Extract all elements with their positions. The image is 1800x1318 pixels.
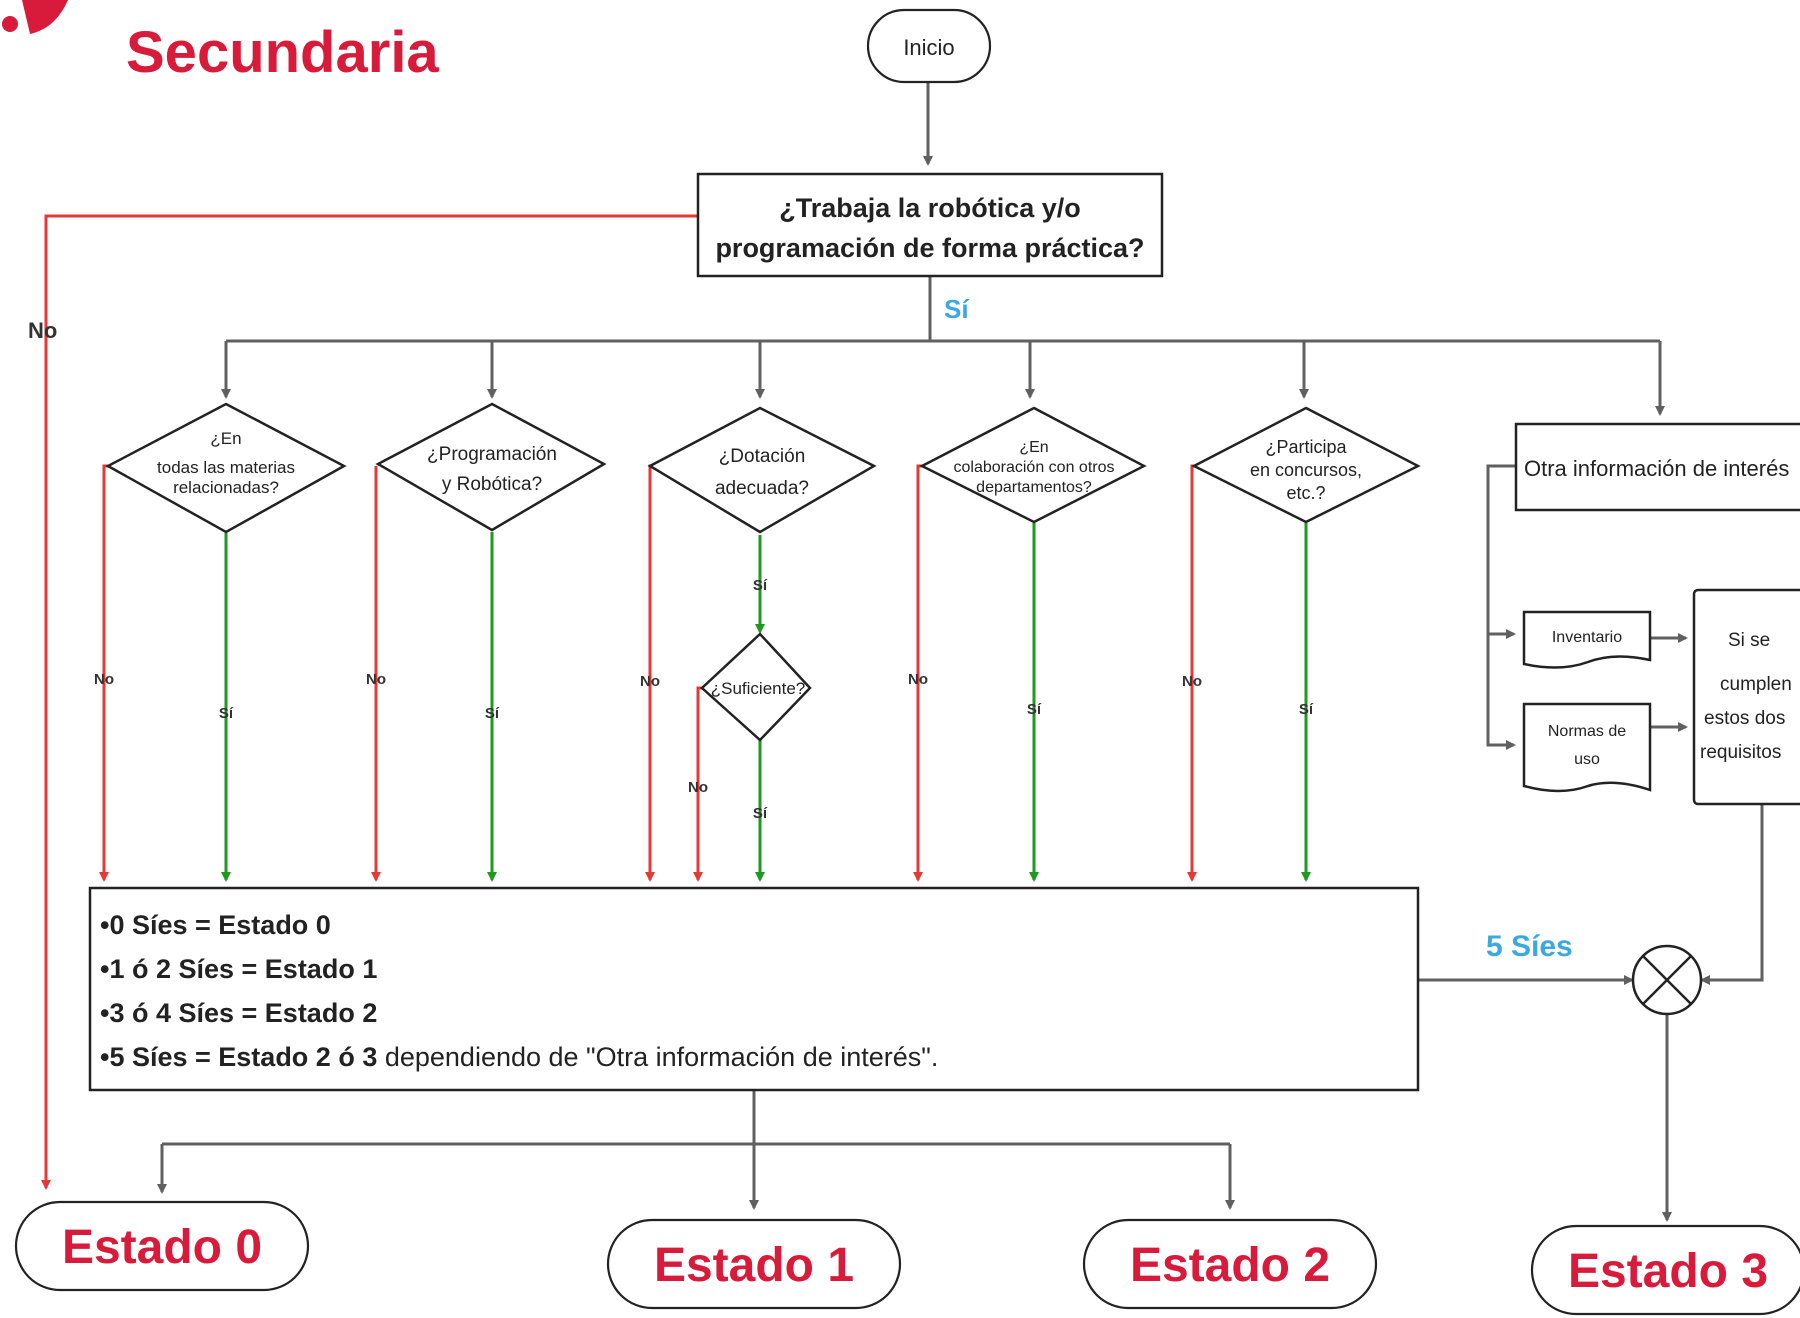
- yes-label: Sí: [753, 805, 768, 822]
- main-question-line1: ¿Trabaja la robótica y/o: [779, 193, 1081, 223]
- document-label: Normas de: [1548, 723, 1626, 740]
- yes-label: Sí: [219, 705, 234, 722]
- no-label: No: [908, 671, 928, 688]
- rule-line: •5 Síes = Estado 2 ó 3 dependiendo de "O…: [100, 1042, 938, 1072]
- state-terminal: Estado 1: [606, 1218, 902, 1310]
- decision-diamond: ¿Programación y Robótica?: [375, 402, 607, 532]
- inventory-document: Inventario: [1522, 610, 1652, 669]
- decision-text-line: etc.?: [1286, 483, 1325, 503]
- state-label: Estado 1: [654, 1239, 854, 1292]
- state-label: Estado 2: [1130, 1239, 1330, 1292]
- no-label: No: [688, 779, 708, 796]
- state-terminal: Estado 0: [14, 1200, 310, 1292]
- requirements-text: requisitos: [1700, 742, 1781, 763]
- decision-diamond: ¿En colaboración con otros departamentos…: [919, 406, 1147, 524]
- document-label: Inventario: [1552, 629, 1622, 646]
- requirements-text: estos dos: [1704, 708, 1785, 729]
- yes-label: Sí: [753, 577, 768, 594]
- no-label: No: [94, 671, 114, 688]
- main-yes-label: Sí: [944, 294, 969, 324]
- other-info-label: Otra información de interés: [1524, 456, 1789, 481]
- main-flow-connectors: [157, 82, 1764, 1222]
- rules-box: •0 Síes = Estado 0 •1 ó 2 Síes = Estado …: [88, 886, 1420, 1092]
- other-info-box: Otra información de interés: [1514, 422, 1800, 512]
- decision-text-line: ¿En: [210, 429, 241, 448]
- decision-text-line: y Robótica?: [442, 474, 542, 495]
- decision-text-line: en concursos,: [1250, 460, 1362, 480]
- decision-text-line: ¿Participa: [1265, 437, 1347, 457]
- rule-line: •1 ó 2 Síes = Estado 1: [100, 954, 377, 984]
- five-si-label: 5 Síes: [1486, 930, 1573, 963]
- no-label: No: [366, 671, 386, 688]
- no-label: No: [640, 673, 660, 690]
- decision-branches: [99, 464, 1311, 882]
- decision-diamond: ¿Dotación adecuada?: [647, 406, 877, 534]
- main-no-label: No: [28, 318, 57, 343]
- decision-text-line: departamentos?: [976, 479, 1092, 496]
- state-terminal: Estado 3: [1530, 1224, 1800, 1316]
- no-label: No: [1182, 673, 1202, 690]
- start-node: Inicio: [866, 8, 992, 84]
- sub-decision-diamond: ¿Suficiente?: [700, 632, 812, 742]
- branch-labels: No Sí No Sí No Sí No Sí No Sí No Sí: [94, 577, 1314, 822]
- requirements-text: Si se: [1728, 630, 1770, 651]
- start-label: Inicio: [903, 35, 954, 60]
- decision-text-line: ¿En: [1019, 439, 1048, 456]
- rule-line: •0 Síes = Estado 0: [100, 910, 331, 940]
- requirements-text: cumplen: [1720, 674, 1792, 695]
- decision-text-line: ¿Dotación: [719, 446, 806, 467]
- main-no-path: [41, 214, 698, 1190]
- requirements-box: Si se cumplen estos dos requisitos: [1692, 588, 1800, 806]
- logo-mark: [2, 0, 68, 34]
- page-title: Secundaria: [126, 20, 439, 85]
- main-question-line2: programación de forma práctica?: [715, 233, 1144, 263]
- yes-label: Sí: [485, 705, 500, 722]
- rule-line: •3 ó 4 Síes = Estado 2: [100, 998, 377, 1028]
- sub-decision-label: ¿Suficiente?: [711, 679, 806, 698]
- document-label: uso: [1574, 751, 1600, 768]
- yes-label: Sí: [1299, 701, 1314, 718]
- combine-symbol: [1631, 944, 1703, 1016]
- main-question-box: ¿Trabaja la robótica y/o programación de…: [696, 172, 1164, 278]
- decision-text-line: relacionadas?: [173, 478, 279, 497]
- rules-document: Normas de uso: [1522, 702, 1652, 793]
- decision-text-line: todas las materias: [157, 458, 295, 477]
- state-label: Estado 0: [62, 1221, 262, 1274]
- decision-diamond: ¿Participa en concursos, etc.?: [1191, 406, 1421, 524]
- state-label: Estado 3: [1568, 1245, 1768, 1298]
- state-terminal: Estado 2: [1082, 1218, 1378, 1310]
- yes-label: Sí: [1027, 701, 1042, 718]
- decision-text-line: ¿Programación: [427, 444, 557, 465]
- decision-diamond: ¿En todas las materias relacionadas?: [105, 402, 347, 534]
- decision-text-line: adecuada?: [715, 478, 809, 499]
- decision-text-line: colaboración con otros: [954, 459, 1115, 476]
